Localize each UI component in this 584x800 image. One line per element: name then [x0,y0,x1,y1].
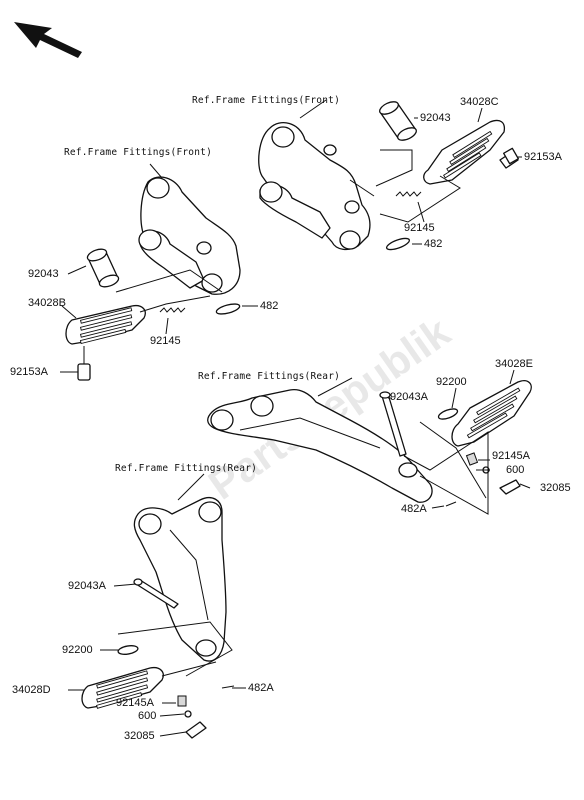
part-label-92200-rear-right: 92200 [436,376,467,388]
part-label-482a-rear-left: 482A [248,682,274,694]
ball-600-rear-left [184,710,192,718]
part-label-482a-rear-right: 482A [401,503,427,515]
part-label-92145-front-right: 92145 [404,222,435,234]
cap-32085-rear-left [185,721,207,739]
washer-92200-rear-right [437,408,459,420]
spring-92145a-rear-right [465,452,479,466]
ref-frame-fittings-rear-left: Ref.Frame Fittings(Rear) [115,463,258,474]
bolt-92153a-front-right [499,147,519,169]
part-label-34028d: 34028D [12,684,51,696]
part-label-32085-rear-left: 32085 [124,730,155,742]
pin-92043a-rear-left [133,578,179,609]
leaders-front-right [299,99,522,245]
part-label-482-front-left: 482 [260,300,279,312]
part-label-600-rear-left: 600 [138,710,157,722]
clip-482-front-right [385,237,411,251]
part-label-92043-front-left: 92043 [28,268,59,280]
washer-92200-rear-left [117,645,139,655]
ref-frame-fittings-front-right: Ref.Frame Fittings(Front) [192,95,340,106]
ref-frame-fittings-front-left: Ref.Frame Fittings(Front) [64,147,212,158]
rear-left-bracket [133,497,227,662]
part-label-92200-rear-left: 92200 [62,644,93,656]
leaders-rear-left [68,473,246,737]
footpeg-34028d [81,666,164,709]
pin-482a-rear-left [221,685,235,689]
rear-right-bracket [207,388,433,503]
part-label-92043-front-right: 92043 [420,112,451,124]
part-label-92145a-rear-left: 92145A [116,697,154,709]
part-label-92145a-rear-right: 92145A [492,450,530,462]
front-direction-arrow-icon [14,22,82,58]
part-label-34028e: 34028E [495,358,533,370]
footpeg-34028e [451,380,532,447]
part-label-600-rear-right: 600 [506,464,525,476]
part-label-92153a-front-left: 92153A [10,366,48,378]
pin-92043-front-left [86,248,120,288]
part-label-92153a-front-right: 92153A [524,151,562,163]
part-label-32085-rear-right: 32085 [540,482,571,494]
pin-482a-rear-right [445,501,457,507]
footpeg-34028b [65,304,146,345]
leaders-front-left [60,163,258,373]
cap-32085-rear-right [499,479,521,495]
front-right-bracket [258,122,371,251]
footpeg-34028c [423,119,506,185]
part-label-92043a-rear-right: 92043A [390,391,428,403]
part-label-92043a-rear-left: 92043A [68,580,106,592]
pin-92043a-rear-right [379,391,407,457]
part-label-482-front-right: 482 [424,238,443,250]
ref-frame-fittings-rear-right: Ref.Frame Fittings(Rear) [198,371,341,382]
front-left-bracket [138,176,241,295]
spring-92145-front-right [395,191,422,197]
spring-92145-front-left [159,307,186,313]
part-label-92145-front-left: 92145 [150,335,181,347]
clip-482-front-left [215,303,241,315]
part-label-34028b: 34028B [28,297,66,309]
spring-92145a-rear-left [177,695,187,707]
part-label-34028c: 34028C [460,96,499,108]
pin-92043-front-right [379,101,417,141]
leaders-rear-right [317,369,531,515]
bolt-92153a-front-left [77,346,91,381]
